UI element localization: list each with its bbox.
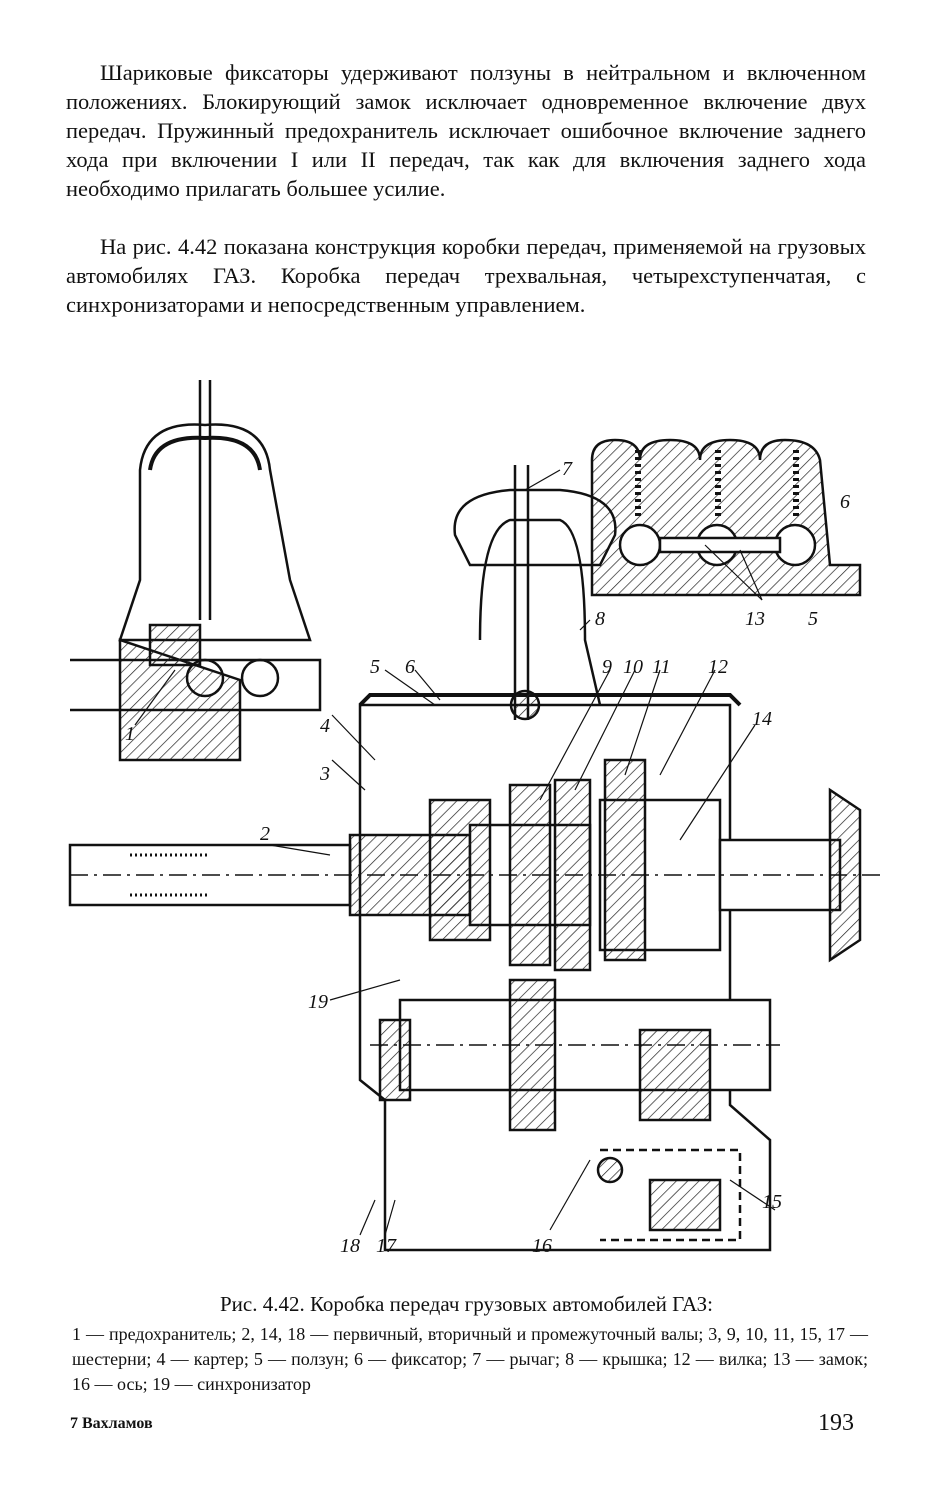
body-paragraph-1: Шариковые фиксаторы удерживают ползуны в… [66, 60, 866, 201]
label-12: 12 [708, 656, 728, 678]
gearbox-drawing: 1 2 3 4 5 6 7 8 9 10 11 12 13 5 6 14 15 … [40, 380, 900, 1280]
label-1: 1 [125, 723, 135, 745]
label-2: 2 [260, 823, 270, 845]
label-15: 15 [762, 1191, 782, 1213]
gearbox-cross-section: 1 2 3 4 5 6 7 8 9 10 11 12 13 5 6 14 15 … [68, 380, 880, 1257]
label-18: 18 [340, 1235, 360, 1257]
label-6b: 6 [840, 491, 850, 513]
page-number: 193 [818, 1410, 854, 1436]
label-6a: 6 [405, 656, 415, 678]
label-17: 17 [376, 1235, 397, 1257]
signature-mark: 7 Вахламов [70, 1415, 153, 1432]
label-7: 7 [562, 458, 573, 480]
body-paragraph-2: На рис. 4.42 показана конструкция коробк… [66, 234, 866, 317]
label-5a: 5 [370, 656, 380, 678]
label-13: 13 [745, 608, 765, 630]
label-5b: 5 [808, 608, 818, 630]
label-10: 10 [623, 656, 643, 678]
label-8: 8 [595, 608, 605, 630]
label-9: 9 [602, 656, 612, 678]
figure-legend: 1 — предохранитель; 2, 14, 18 — первичны… [72, 1324, 868, 1394]
label-3: 3 [319, 763, 330, 785]
label-14: 14 [752, 708, 772, 730]
label-4: 4 [320, 715, 330, 737]
label-19: 19 [308, 991, 328, 1013]
label-16: 16 [532, 1235, 552, 1257]
figure-caption-title: Рис. 4.42. Коробка передач грузовых авто… [219, 1292, 714, 1316]
label-11: 11 [652, 656, 671, 678]
